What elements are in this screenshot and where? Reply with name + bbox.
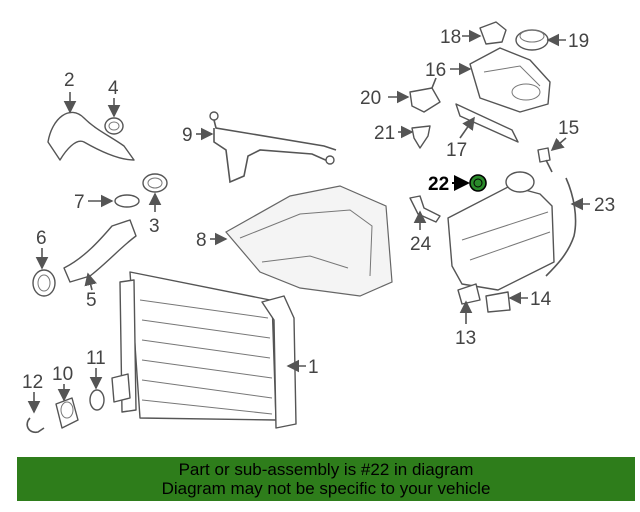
leader-lines: [27, 29, 590, 414]
clamp-part-6[interactable]: [32, 269, 56, 297]
hose-clamp-part[interactable]: [142, 173, 168, 193]
cap-part-18[interactable]: [479, 21, 507, 45]
filler-cap-part[interactable]: [515, 29, 549, 51]
clip-part-21[interactable]: [411, 125, 431, 149]
callout-13: 13: [455, 328, 476, 349]
o-ring-part[interactable]: [114, 194, 140, 208]
banner-line-part: Part or sub-assembly is #22 in diagram: [178, 460, 474, 479]
callout-10: 10: [52, 364, 73, 385]
surge-tank-part[interactable]: [469, 47, 551, 113]
lower-hose-part[interactable]: [63, 219, 137, 283]
callout-3: 3: [149, 216, 160, 237]
radiator-part[interactable]: [111, 271, 297, 429]
callout-5: 5: [86, 290, 97, 311]
callout-8: 8: [196, 230, 207, 251]
seal-part[interactable]: [89, 389, 105, 411]
part-22-highlighted[interactable]: [469, 174, 487, 192]
upper-hose-part[interactable]: [47, 111, 135, 161]
bracket-part[interactable]: [485, 291, 511, 313]
callout-17: 17: [446, 140, 467, 161]
bolt-part[interactable]: [537, 147, 553, 173]
tube-part[interactable]: [209, 111, 337, 184]
callout-7: 7: [74, 192, 85, 213]
callout-22-highlighted: 22: [428, 174, 449, 195]
parts-diagram: 1 2 3 4 5 6 7 8 9 10 11 12 13 14 15 16 1…: [22, 21, 615, 434]
overflow-hose-part[interactable]: [545, 177, 577, 277]
callout-19: 19: [568, 31, 589, 52]
callout-2: 2: [64, 70, 75, 91]
coolant-reservoir-part[interactable]: [447, 171, 555, 305]
callout-24: 24: [410, 234, 432, 255]
callout-21: 21: [374, 123, 395, 144]
sensor-part[interactable]: [409, 77, 441, 113]
callout-9: 9: [182, 125, 193, 146]
callout-18: 18: [440, 27, 461, 48]
callout-16: 16: [425, 60, 446, 81]
thermostat-part[interactable]: [55, 397, 79, 429]
banner-line-disclaimer: Diagram may not be specific to your vehi…: [161, 479, 491, 498]
level-sensor-part[interactable]: [409, 195, 441, 223]
info-banner: Part or sub-assembly is #22 in diagram D…: [17, 457, 635, 501]
callout-23: 23: [594, 195, 615, 216]
clip-part[interactable]: [26, 417, 45, 434]
seal-strip-part[interactable]: [455, 103, 519, 143]
callout-4: 4: [108, 78, 119, 99]
callout-15: 15: [558, 118, 579, 139]
callout-20: 20: [360, 88, 381, 109]
callout-11: 11: [86, 348, 106, 369]
callout-6: 6: [36, 228, 47, 249]
callout-1: 1: [308, 357, 319, 378]
clamp-part-4[interactable]: [104, 117, 124, 135]
callout-14: 14: [530, 289, 552, 310]
deflector-part[interactable]: [225, 185, 393, 297]
callout-12: 12: [22, 372, 43, 393]
